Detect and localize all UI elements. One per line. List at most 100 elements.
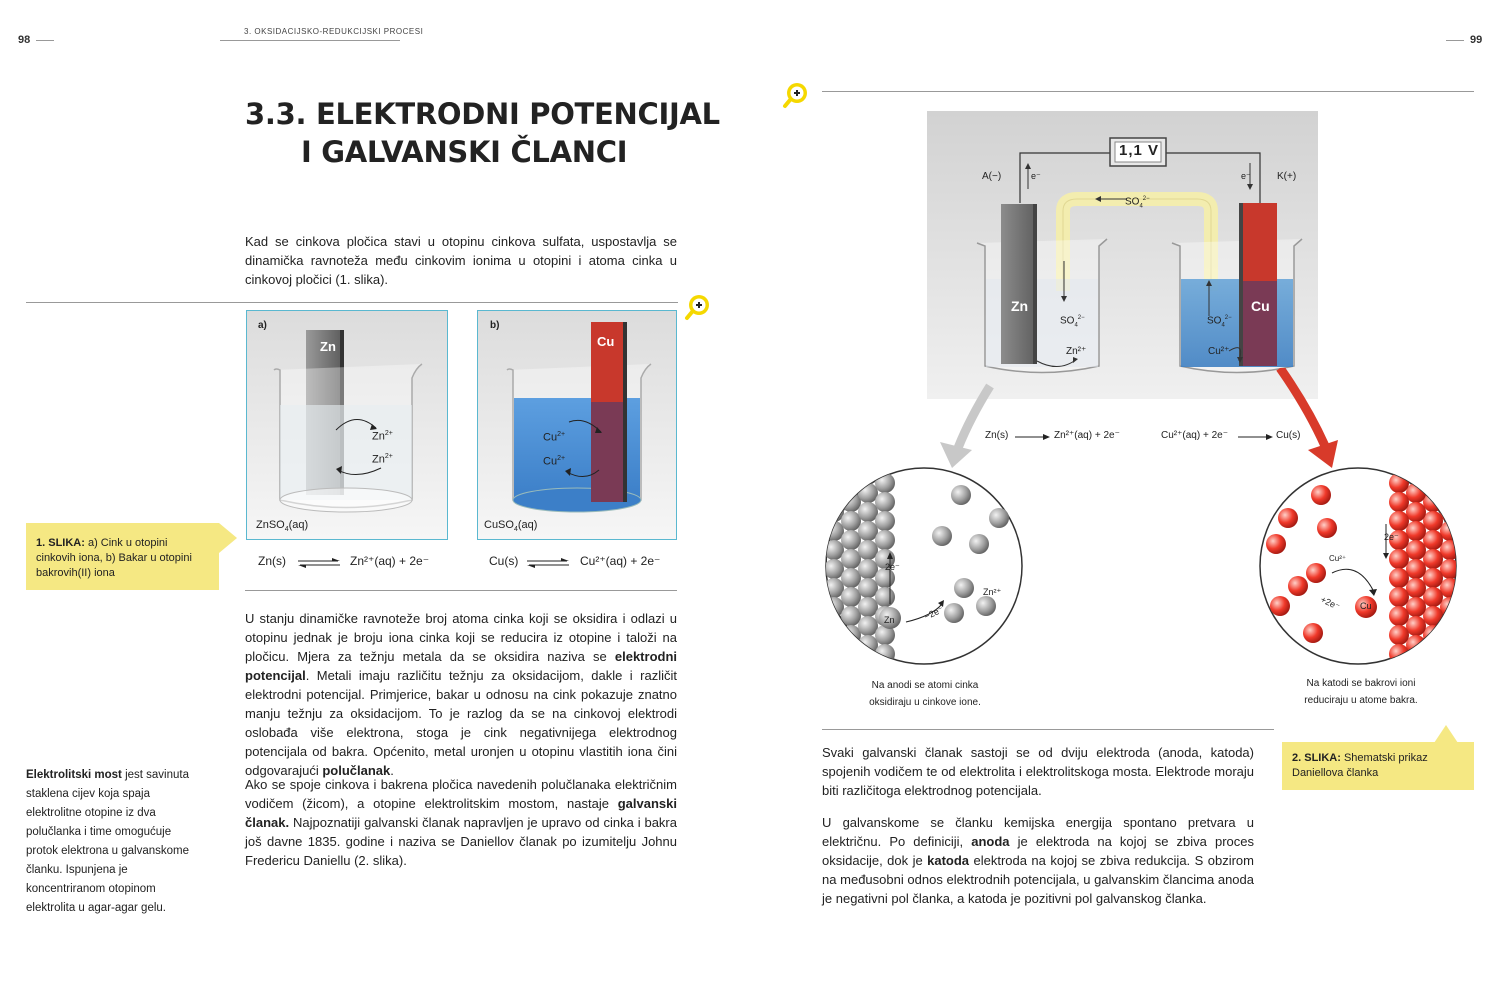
- equilibrium-arrow-icon: [527, 558, 569, 568]
- lattice-atom: [826, 483, 844, 503]
- lattice-atom: [1423, 587, 1443, 607]
- voltmeter-reading: 1,1 V: [1119, 142, 1160, 159]
- page-title-line1: 3.3. ELEKTRODNI POTENCIJAL: [245, 97, 720, 131]
- equation-zn-right: Zn²⁺(aq) + 2e⁻: [350, 554, 430, 568]
- lattice-atom: [826, 597, 844, 617]
- sulfate-bridge-label: SO42−: [1125, 196, 1150, 210]
- solution-a-label: ZnSO4(aq): [256, 519, 309, 534]
- sulfate-left-label: SO42−: [1060, 315, 1085, 329]
- lattice-atom: [875, 511, 895, 531]
- zn-electrode-label: Zn: [1011, 298, 1029, 314]
- lattice-atom: [858, 521, 878, 541]
- lattice-atom: [841, 530, 861, 550]
- lattice-atom: [841, 549, 861, 569]
- figure2-daniell-cell: [927, 111, 1318, 399]
- zoom-plus-icon[interactable]: [782, 80, 812, 110]
- lattice-atom: [826, 635, 844, 655]
- lattice-atom: [841, 644, 861, 664]
- lattice-atom: [1406, 559, 1426, 579]
- zn-ion-1: Zn2+: [372, 430, 393, 443]
- figure1-caption: 1. SLIKA: a) Cink u otopini cinkovih ion…: [26, 523, 219, 590]
- lattice-atom: [1389, 568, 1409, 588]
- side-note: Elektrolitski most jest savinuta staklen…: [26, 769, 190, 914]
- cathode-zoom-electrons: 2e⁻: [1384, 532, 1399, 542]
- lattice-atom: [1406, 502, 1426, 522]
- lattice-atom: [1423, 473, 1443, 493]
- header-rule: [220, 40, 400, 41]
- lattice-atom: [1389, 606, 1409, 626]
- lattice-atom: [1406, 578, 1426, 598]
- reaction-arrow-icon: [1015, 434, 1050, 440]
- lattice-atom: [1423, 625, 1443, 645]
- lattice-atom: [841, 511, 861, 531]
- cu-ion-label: Cu²⁺: [1208, 346, 1230, 357]
- lattice-atom: [1440, 483, 1456, 503]
- lattice-atom: [858, 635, 878, 655]
- page-number-left: 98: [18, 34, 31, 46]
- figure1-panel-a: [246, 310, 448, 540]
- anode-zoom-electrons: 2e⁻: [885, 562, 900, 572]
- lattice-atom: [858, 597, 878, 617]
- header-rule: [36, 40, 54, 41]
- anode-label: A(−): [982, 171, 1002, 182]
- panel-b-label: b): [490, 320, 500, 331]
- figure-rule: [822, 729, 1274, 730]
- header-rule: [1446, 40, 1464, 41]
- lattice-atom: [826, 540, 844, 560]
- lattice-atom: [1406, 483, 1426, 503]
- lattice-atom: [826, 559, 844, 579]
- lattice-atom: [1423, 568, 1443, 588]
- lattice-atom: [841, 625, 861, 645]
- equilibrium-arrow-icon: [298, 558, 340, 568]
- lattice-atom: [875, 644, 895, 664]
- lattice-atom: [858, 616, 878, 636]
- lattice-atom: [1389, 549, 1409, 569]
- lattice-atom: [1389, 473, 1409, 493]
- lattice-atom: [1389, 530, 1409, 550]
- panel-a-label: a): [258, 320, 267, 331]
- lattice-atom: [826, 468, 844, 484]
- figure1-panel-b: [477, 310, 677, 540]
- running-header: 3. OKSIDACIJSKO-REDUKCIJSKI PROCESI: [244, 27, 424, 36]
- lattice-atom: [1423, 530, 1443, 550]
- lattice-atom: [1423, 644, 1443, 664]
- zn-ion-2: Zn2+: [372, 453, 393, 466]
- equation-zn-left: Zn(s): [258, 554, 286, 568]
- paragraph-4: U galvanskome se članku kemijska energij…: [822, 815, 1254, 906]
- lattice-atom: [841, 473, 861, 493]
- cathode-reaction-left: Cu²⁺(aq) + 2e⁻: [1161, 430, 1228, 441]
- cu-ion-2: Cu2+: [543, 455, 566, 468]
- anode-zoom-circle: [825, 467, 1023, 665]
- lattice-atom: [1406, 521, 1426, 541]
- lattice-atom: [1406, 616, 1426, 636]
- cu-plate-label: Cu: [597, 334, 615, 349]
- lattice-atom: [1406, 540, 1426, 560]
- electron-label-left: e⁻: [1031, 171, 1041, 181]
- lattice-atom: [1440, 635, 1456, 655]
- zoom-plus-icon[interactable]: [684, 292, 714, 322]
- lattice-atom: [858, 502, 878, 522]
- cu-electrode-label: Cu: [1251, 298, 1270, 314]
- lattice-atom: [1389, 587, 1409, 607]
- anode-reaction-right: Zn²⁺(aq) + 2e⁻: [1054, 430, 1120, 441]
- cu-ion-1: Cu2+: [543, 431, 566, 444]
- lattice-atom: [1389, 625, 1409, 645]
- lattice-atom: [1389, 492, 1409, 512]
- section-rule: [26, 302, 678, 303]
- equation-cu-right: Cu²⁺(aq) + 2e⁻: [580, 554, 661, 568]
- lattice-atom: [1389, 511, 1409, 531]
- lattice-atom: [858, 578, 878, 598]
- lattice-atom: [841, 606, 861, 626]
- note-pointer: [1434, 725, 1458, 743]
- intro-paragraph: Kad se cinkova pločica stavi u otopinu c…: [245, 234, 677, 287]
- lattice-atom: [826, 521, 844, 541]
- equation-cu-left: Cu(s): [489, 554, 519, 568]
- lattice-atom: [875, 587, 895, 607]
- paragraph-3: Svaki galvanski članak sastoji se od dvi…: [822, 745, 1254, 798]
- lattice-atom: [841, 587, 861, 607]
- cathode-reaction-right: Cu(s): [1276, 430, 1301, 441]
- cathode-label: K(+): [1277, 171, 1297, 182]
- lattice-atom: [1440, 559, 1456, 579]
